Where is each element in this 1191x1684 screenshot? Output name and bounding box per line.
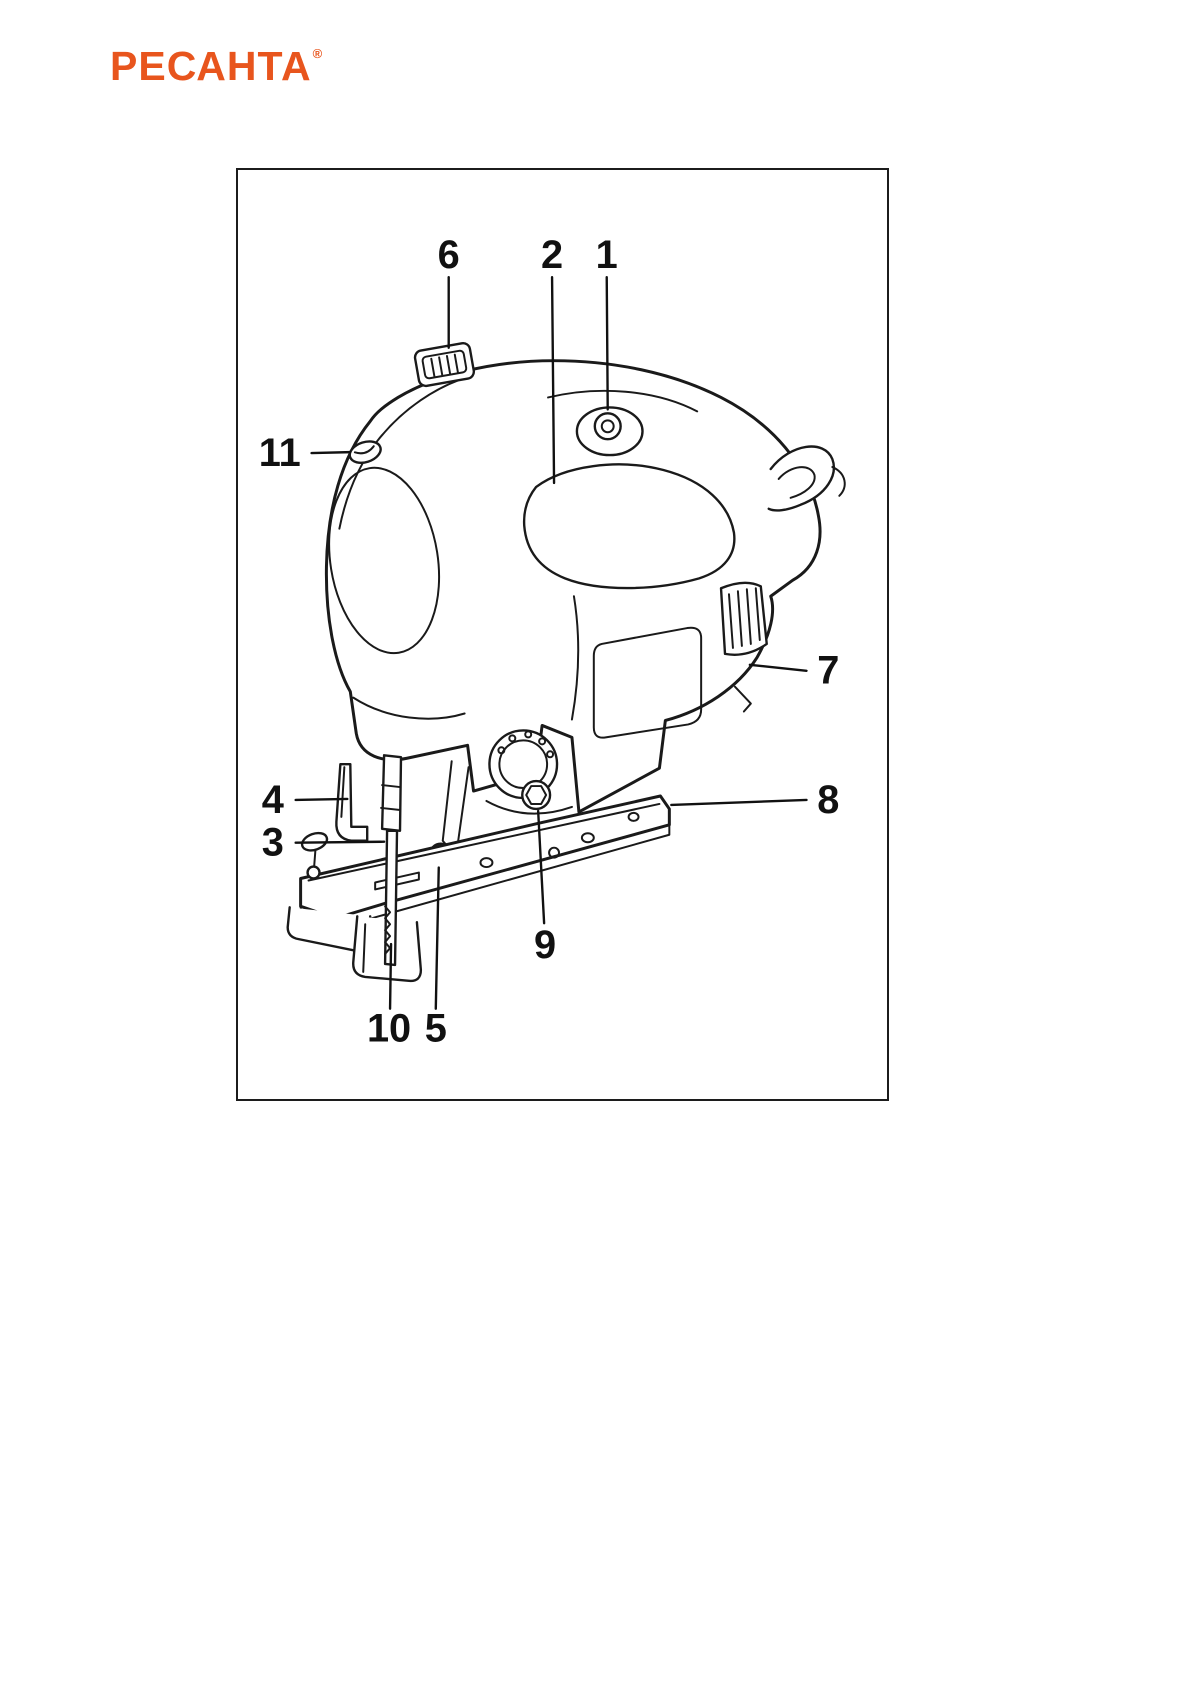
brand-logo: РЕСАНТА® (110, 46, 322, 87)
speed-dial (413, 341, 476, 388)
handle-opening (522, 463, 736, 590)
callout-leaders (294, 276, 808, 1010)
pivot-arc (485, 799, 573, 815)
base-plate (299, 794, 671, 930)
callout-1-label: 1 (596, 233, 618, 277)
motor-side-panel (592, 626, 703, 739)
callout-11-leader (310, 450, 352, 455)
cord-guard (733, 445, 846, 713)
figure-frame: 6 2 1 11 7 4 3 8 9 10 5 (236, 168, 889, 1101)
guard-bracket (335, 763, 369, 842)
saw-blade (383, 829, 399, 967)
callout-1-leader (605, 276, 609, 411)
brand-logo-text: РЕСАНТА (110, 43, 312, 89)
callout-labels: 6 2 1 11 7 4 3 8 9 10 5 (259, 233, 840, 1050)
ventilation-slots (719, 581, 768, 656)
front-housing-bottom-line (352, 696, 466, 720)
registered-trademark-icon: ® (312, 46, 323, 61)
callout-7-leader (748, 663, 808, 672)
callout-3-label: 3 (262, 821, 284, 865)
callout-9-label: 9 (534, 923, 556, 967)
motor-seam (570, 595, 580, 721)
callout-2-leader (550, 276, 556, 485)
callout-6-label: 6 (438, 233, 460, 277)
callout-2-label: 2 (541, 233, 563, 277)
lock-button (575, 406, 644, 457)
callout-7-label: 7 (817, 649, 839, 693)
blade-holder (380, 754, 403, 832)
front-knob (348, 440, 382, 464)
callout-5-label: 5 (425, 1006, 447, 1050)
callout-8-label: 8 (817, 778, 839, 822)
callout-4-label: 4 (262, 778, 284, 822)
callout-10-label: 10 (367, 1006, 411, 1050)
handle-seam (547, 389, 699, 413)
callout-4-leader (294, 797, 349, 802)
jigsaw-parts-diagram: 6 2 1 11 7 4 3 8 9 10 5 (259, 233, 846, 1050)
jigsaw-illustration (286, 341, 846, 983)
callout-8-leader (670, 798, 808, 807)
base-screw (521, 779, 552, 811)
jigsaw-body-outline (324, 359, 822, 814)
callout-3-leader (294, 840, 386, 844)
front-housing-window (328, 466, 441, 655)
callout-11-label: 11 (259, 431, 301, 475)
wing-clamp (300, 831, 329, 880)
top-cover-seam (338, 374, 474, 530)
callout-9-leader (536, 809, 546, 925)
callout-10-leader (388, 942, 393, 1010)
callout-5-leader (434, 866, 440, 1010)
